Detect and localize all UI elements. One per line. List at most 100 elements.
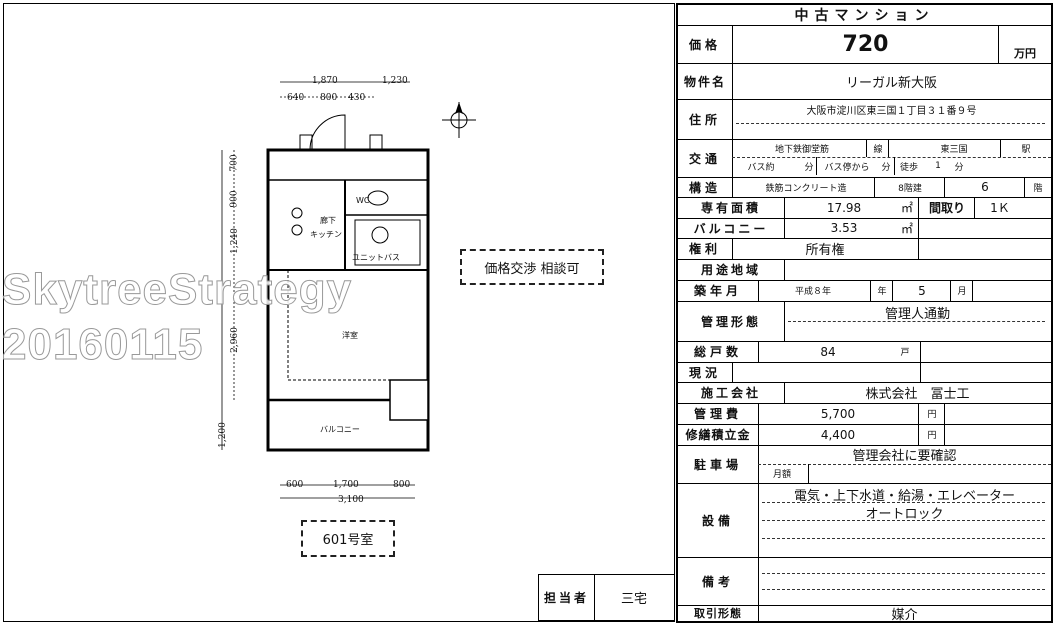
bus-stop-label: バス停から xyxy=(816,157,877,175)
balcony-row: バルコニー 3.53 ㎡ xyxy=(678,218,1051,239)
walk-unit: 分 xyxy=(954,162,964,173)
dim-left-4: 2,960 xyxy=(229,327,240,353)
builder-row: 施工会社 株式会社 冨士工 xyxy=(678,382,1051,404)
room-balcony: バルコニー xyxy=(320,425,360,434)
transaction-row: 取引形態 媒介 xyxy=(678,605,1051,623)
property-name-label: 物件名 xyxy=(678,63,733,99)
repair-fund-unit: 円 xyxy=(918,424,945,445)
management-form-value: 管理人通勤 xyxy=(884,307,950,322)
dim-bottom-1: 600 xyxy=(286,480,304,490)
parking-row: 駐車場 管理会社に要確認 月額 xyxy=(678,445,1051,484)
price-row: 価格 720 万円 xyxy=(678,25,1051,64)
layout-value: 1Ｋ xyxy=(974,197,1025,218)
management-fee-row: 管理費 5,700 円 xyxy=(678,403,1051,425)
type-title: 中古マンション xyxy=(794,8,935,24)
total-units-label: 総戸数 xyxy=(678,341,759,362)
floorplan-drawing xyxy=(221,81,430,499)
dim-left-3: 1,240 xyxy=(229,228,240,254)
dim-bottom-3: 800 xyxy=(393,480,411,490)
rights-label: 権利 xyxy=(678,238,733,259)
transaction-label: 取引形態 xyxy=(678,605,759,621)
balcony-label: バルコニー xyxy=(678,218,785,238)
facilities-row: 設備 電気・上下水道・給湯・エレベーター オートロック xyxy=(678,483,1051,558)
spec-sheet: 中古マンション 価格 720 万円 物件名 リーガル新大阪 住所 大阪市淀川区東… xyxy=(676,3,1053,623)
rights-value: 所有権 xyxy=(805,243,845,258)
parking-monthly-label: 月額 xyxy=(772,470,791,480)
built-row: 築年月 平成８年 年 5 月 xyxy=(678,280,1051,302)
remarks-value xyxy=(758,557,1051,605)
type-title-row: 中古マンション xyxy=(678,5,1051,26)
management-fee-unit: 円 xyxy=(918,403,945,424)
dim-left-5: 1,200 xyxy=(217,422,228,448)
room-kitchen: キッチン xyxy=(310,230,342,239)
balcony-unit: ㎡ xyxy=(900,221,913,236)
total-units-value: 84 xyxy=(820,344,836,359)
watermark-line1: SkytreeStrategy xyxy=(1,265,353,315)
price-unit: 万円 xyxy=(998,25,1051,63)
structure-floors: 8階建 xyxy=(874,177,945,197)
watermark-line2: 20160115 xyxy=(1,320,204,370)
dim-top-sub-3: 430 xyxy=(348,93,366,103)
compass-icon xyxy=(442,102,476,138)
balcony-value: 3.53 xyxy=(830,221,858,235)
floorplan-panel xyxy=(3,3,675,622)
staff-box: 担当者 三宅 xyxy=(538,574,674,621)
walk-minutes: 1 xyxy=(935,161,941,171)
transport-station: 東三国 xyxy=(888,139,1019,157)
transport-row: 交通 地下鉄御堂筋 線 東三国 駅 バス約 分 バス停から 分 徒歩 1 分 xyxy=(678,139,1051,178)
dim-bottom-2: 1,700 xyxy=(333,480,359,490)
management-fee-value: 5,700 xyxy=(820,406,856,421)
total-units-row: 総戸数 84 戸 xyxy=(678,341,1051,363)
bus-unit: 分 xyxy=(804,162,814,173)
built-month: 5 xyxy=(892,280,951,301)
dim-total: 3,100 xyxy=(338,495,364,505)
parking-label: 駐車場 xyxy=(678,445,759,483)
structure-row: 構造 鉄筋コンクリート造 8階建 6 階 xyxy=(678,177,1051,198)
total-units-unit: 戸 xyxy=(900,348,910,358)
management-fee-label: 管理費 xyxy=(678,403,759,424)
structure-label: 構造 xyxy=(678,177,733,197)
builder-label: 施工会社 xyxy=(678,382,785,403)
staff-label: 担当者 xyxy=(539,575,595,620)
dim-top-sub-1: 640 xyxy=(287,93,305,103)
layout-label: 間取り xyxy=(918,197,975,218)
dim-top-2: 1,230 xyxy=(382,76,408,86)
price-value: 720 xyxy=(842,31,889,57)
price-negotiable-note: 価格交渉 相談可 xyxy=(460,249,604,285)
repair-fund-value: 4,400 xyxy=(820,427,856,442)
built-label: 築年月 xyxy=(678,280,759,301)
area-row: 専有面積 17.98 ㎡ 間取り 1Ｋ xyxy=(678,197,1051,219)
property-name: リーガル新大阪 xyxy=(845,75,937,91)
dim-top-sub-2: 800 xyxy=(320,93,338,103)
area-value: 17.98 xyxy=(826,200,862,215)
room-wc: WC xyxy=(356,196,370,205)
price-label: 価格 xyxy=(678,25,733,63)
facilities-line2: オートロック xyxy=(865,507,944,522)
bus-stop-unit: 分 xyxy=(881,162,891,173)
structure-value: 鉄筋コンクリート造 xyxy=(765,183,847,194)
built-year-unit: 年 xyxy=(870,280,893,301)
dim-left-1: 700 xyxy=(229,154,240,172)
management-form-row: 管理形態 管理人通勤 xyxy=(678,301,1051,342)
parking-value: 管理会社に要確認 xyxy=(758,445,1051,465)
transport-label: 交通 xyxy=(678,139,733,177)
transport-station-suffix: 駅 xyxy=(1000,139,1051,157)
built-era: 平成８年 xyxy=(794,287,831,297)
facilities-label: 設備 xyxy=(678,483,759,557)
status-label: 現況 xyxy=(678,362,733,382)
zoning-row: 用途地域 xyxy=(678,259,1051,281)
status-row: 現況 xyxy=(678,362,1051,383)
bus-label: バス約 xyxy=(747,162,775,173)
transport-line-suffix: 線 xyxy=(866,139,889,157)
dim-top-1: 1,870 xyxy=(312,76,338,86)
remarks-row: 備考 xyxy=(678,557,1051,606)
transport-line: 地下鉄御堂筋 xyxy=(774,144,829,155)
builder-value: 株式会社 冨士工 xyxy=(865,387,970,402)
room-main: 洋室 xyxy=(342,331,358,340)
transaction-value: 媒介 xyxy=(891,607,918,623)
structure-floor: 6 xyxy=(944,177,1025,197)
dim-left-2: 900 xyxy=(229,190,240,208)
address-row: 住所 大阪市淀川区東三国１丁目３１番９号 xyxy=(678,99,1051,140)
area-label: 専有面積 xyxy=(678,197,785,218)
room-number: 601号室 xyxy=(301,520,395,557)
